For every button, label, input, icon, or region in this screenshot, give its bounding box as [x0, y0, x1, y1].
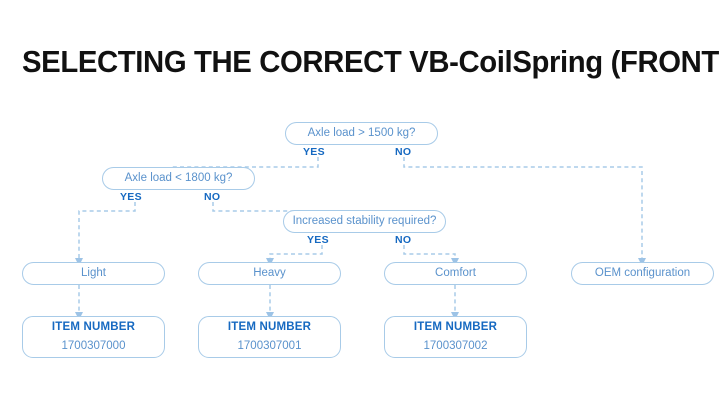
branch-label-d3-yes: YES — [307, 234, 329, 246]
decision-node-axle-load-1800[interactable]: Axle load < 1800 kg? — [102, 167, 255, 190]
branch-label-d3-no: NO — [395, 234, 412, 246]
item-number-box-heavy[interactable]: ITEM NUMBER 1700307001 — [198, 316, 341, 358]
item-number-label: ITEM NUMBER — [51, 321, 136, 333]
branch-label-d1-yes: YES — [303, 146, 325, 158]
page-title: SELECTING THE CORRECT VB-CoilSpring (FRO… — [22, 44, 720, 79]
item-number-value: 1700307001 — [237, 339, 302, 352]
wire-d3-no — [403, 245, 456, 258]
wire-d3-yes — [269, 245, 323, 258]
result-node-oem-configuration[interactable]: OEM configuration — [571, 262, 714, 285]
item-number-value: 1700307002 — [423, 339, 488, 352]
branch-label-d2-no: NO — [204, 191, 221, 203]
decision-node-increased-stability[interactable]: Increased stability required? — [283, 210, 446, 233]
result-node-heavy[interactable]: Heavy — [198, 262, 341, 285]
branch-label-d2-yes: YES — [120, 191, 142, 203]
item-number-label: ITEM NUMBER — [413, 321, 498, 333]
branch-label-d1-no: NO — [395, 146, 412, 158]
result-node-comfort[interactable]: Comfort — [384, 262, 527, 285]
item-number-label: ITEM NUMBER — [227, 321, 312, 333]
result-node-light[interactable]: Light — [22, 262, 165, 285]
wire-d2-yes — [78, 202, 136, 258]
decision-node-axle-load-1500[interactable]: Axle load > 1500 kg? — [285, 122, 438, 145]
item-number-box-comfort[interactable]: ITEM NUMBER 1700307002 — [384, 316, 527, 358]
wire-d1-no — [403, 157, 643, 258]
item-number-box-light[interactable]: ITEM NUMBER 1700307000 — [22, 316, 165, 358]
item-number-value: 1700307000 — [61, 339, 126, 352]
